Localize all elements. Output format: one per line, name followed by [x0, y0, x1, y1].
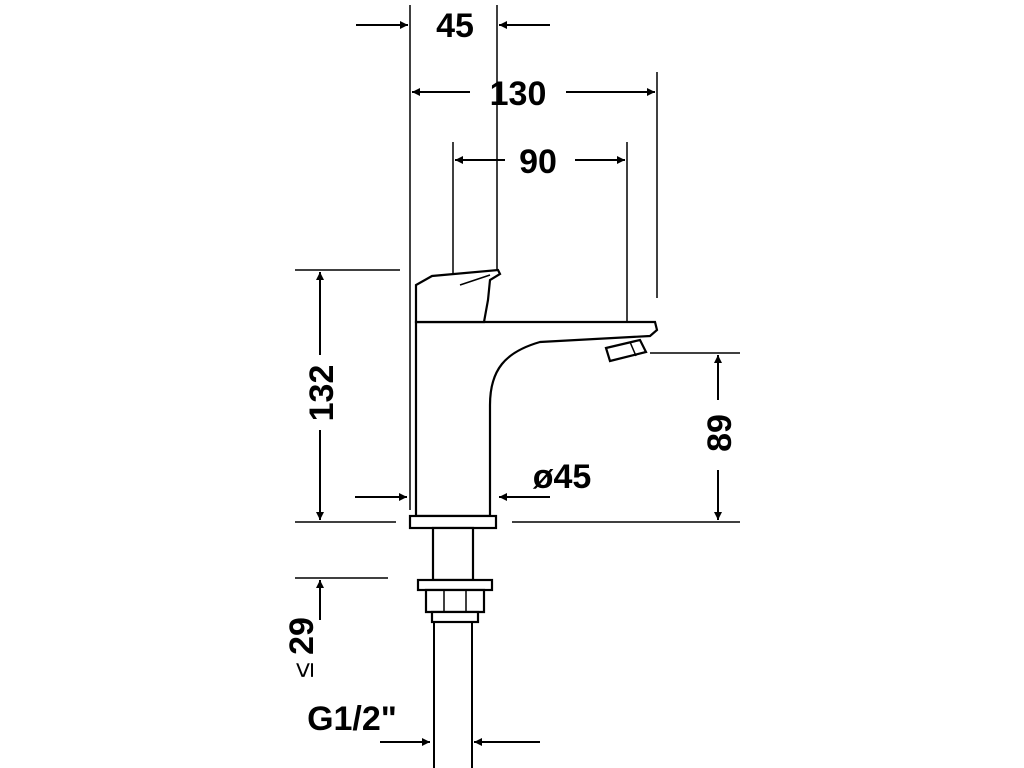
overall-height-label: 132 — [303, 365, 341, 422]
faucet-outline — [408, 268, 659, 768]
thread-length-prefix: ≤ — [288, 662, 319, 677]
extension-lines — [295, 5, 740, 579]
thread-length-label: 29 — [283, 617, 321, 655]
dimension-thread-length: 29 ≤ — [283, 580, 324, 678]
top-width-label: 45 — [436, 7, 474, 45]
dimension-outlet-height: 89 — [701, 355, 739, 520]
dimension-overall-height: 132 — [303, 272, 341, 520]
dimension-top-width: 45 — [356, 7, 550, 45]
connection-thread-label: G1/2" — [307, 700, 397, 738]
dimension-body-diameter: ø45 — [355, 458, 592, 501]
dimension-overall-length: 130 — [412, 75, 655, 113]
overall-length-label: 130 — [490, 75, 547, 113]
body-diameter-label: ø45 — [533, 458, 592, 496]
spout-reach-label: 90 — [519, 143, 557, 181]
outlet-height-label: 89 — [701, 414, 739, 452]
dimension-spout-reach: 90 — [455, 143, 625, 181]
dimension-connection-thread: G1/2" — [307, 700, 540, 746]
